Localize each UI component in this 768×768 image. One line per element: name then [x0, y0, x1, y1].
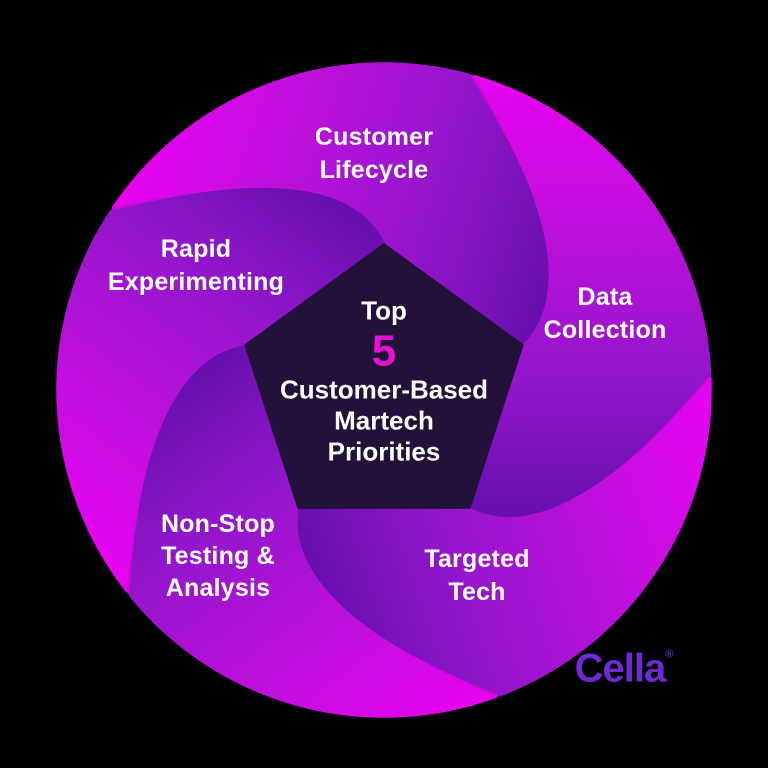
center-pentagon — [244, 243, 524, 509]
cella-logo: Cella® — [575, 647, 674, 692]
label-line: Testing & — [161, 542, 275, 570]
center-kicker: Top — [361, 295, 407, 326]
petal-label-non-stop-testing-analysis: Non-Stop Testing & Analysis — [161, 508, 275, 604]
petal-targeted-tech — [295, 376, 712, 697]
label-line: Analysis — [165, 574, 271, 602]
petal-label-data-collection: Data Collection — [544, 281, 667, 347]
label-line: Customer — [314, 123, 434, 151]
center-title-line: Martech — [334, 405, 434, 436]
center-title-line: Priorities — [327, 436, 441, 467]
label-line: Targeted — [424, 545, 530, 573]
label-line: Lifecycle — [319, 156, 429, 184]
center-number: 5 — [371, 326, 397, 376]
petal-label-customer-lifecycle: Customer Lifecycle — [315, 121, 433, 187]
label-line: Experimenting — [107, 268, 285, 296]
wheel-petals — [56, 62, 712, 718]
center-title-block: Top 5 Customer-Based Martech Priorities — [280, 293, 488, 468]
petal-non-stop-testing — [129, 343, 498, 718]
label-line: Data — [577, 283, 633, 311]
label-line: Non-Stop — [160, 510, 276, 538]
cella-logo-text: Cella — [574, 646, 667, 691]
label-line: Rapid — [160, 235, 232, 263]
label-line: Collection — [543, 316, 667, 344]
registered-trademark-icon: ® — [665, 648, 674, 661]
center-title-line: Customer-Based — [279, 374, 489, 405]
label-line: Tech — [448, 578, 506, 606]
petal-rapid-experimenting — [56, 187, 385, 594]
petal-label-targeted-tech: Targeted Tech — [424, 543, 529, 609]
petal-data-collection — [469, 74, 712, 520]
petal-label-rapid-experimenting: Rapid Experimenting — [108, 233, 284, 299]
